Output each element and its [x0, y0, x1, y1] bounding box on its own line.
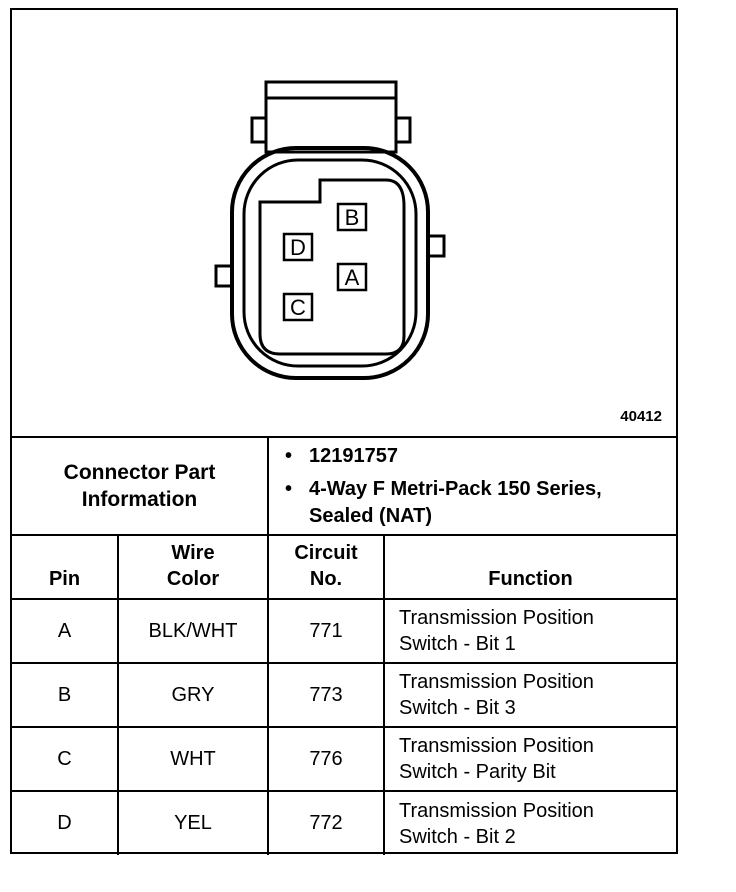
- function-line-2: Switch - Parity Bit: [399, 761, 556, 783]
- info-item-text: 12191757: [309, 444, 398, 467]
- table-row: D YEL 772 Transmission Position Switch -…: [12, 790, 676, 855]
- info-heading: Connector Part Information: [63, 461, 216, 511]
- pin-cell: D: [12, 790, 119, 855]
- col-header-wire-color: Wire Color: [117, 534, 269, 600]
- function-cell: Transmission Position Switch - Bit 3: [383, 662, 676, 728]
- col-header-circuit: Circuit No.: [267, 534, 385, 600]
- pin-box-a: [336, 262, 368, 292]
- diagram-frame: B D A C 40412 Connector Part Information…: [10, 8, 678, 855]
- pin-label-a: A: [345, 265, 360, 290]
- connector-latch: [264, 80, 398, 154]
- connector-side-tab-right: [394, 116, 412, 144]
- function-line-1: Transmission Position: [399, 607, 594, 629]
- bullet-icon: •: [285, 444, 293, 467]
- col-header-circuit-1: Circuit: [294, 542, 358, 564]
- col-header-color: Color: [166, 568, 220, 590]
- connector-table: Connector Part Information • 12191757 • …: [12, 436, 676, 855]
- function-cell: Transmission Position Switch - Bit 1: [383, 598, 676, 664]
- pin-box-c: [282, 292, 314, 322]
- info-item: • 12191757: [285, 443, 676, 470]
- connector-housing: [230, 146, 430, 380]
- function-line-1: Transmission Position: [399, 799, 594, 822]
- col-header-pin: Pin: [12, 534, 119, 600]
- info-heading-cell: Connector Part Information: [12, 436, 269, 536]
- function-line-1: Transmission Position: [399, 735, 594, 757]
- circuit-cell: 771: [267, 598, 385, 664]
- info-item-text: 4-Way F Metri-Pack 150 Series, Sealed (N…: [309, 477, 602, 527]
- function-cell: Transmission Position Switch - Parity Bi…: [383, 726, 676, 792]
- connector-nub-left: [214, 264, 234, 288]
- column-header-row: Pin Wire Color Circuit No. Function: [12, 534, 676, 600]
- pin-label-d: D: [290, 235, 306, 260]
- col-header-wire: Wire: [171, 542, 215, 564]
- pin-cell: C: [12, 726, 119, 792]
- circuit-cell: 773: [267, 662, 385, 728]
- col-header-circuit-2: No.: [309, 568, 343, 590]
- table-row: C WHT 776 Transmission Position Switch -…: [12, 726, 676, 792]
- function-line-2: Switch - Bit 1: [399, 633, 516, 655]
- col-header-function: Function: [383, 534, 676, 600]
- pin-label-c: C: [290, 295, 306, 320]
- info-list: • 12191757 • 4-Way F Metri-Pack 150 Seri…: [267, 436, 676, 536]
- connector-nub-right: [426, 234, 446, 258]
- wire-color-cell: YEL: [117, 790, 269, 855]
- connector-diagram: B D A C: [214, 80, 446, 380]
- function-cell: Transmission Position Switch - Bit 2: [383, 790, 676, 855]
- connector-side-tab-left: [250, 116, 268, 144]
- table-row: A BLK/WHT 771 Transmission Position Swit…: [12, 598, 676, 664]
- function-line-2: Switch - Bit 3: [399, 697, 516, 719]
- circuit-cell: 772: [267, 790, 385, 855]
- function-line-1: Transmission Position: [399, 671, 594, 693]
- pin-label-b: B: [345, 205, 360, 230]
- bullet-icon: •: [285, 477, 293, 500]
- info-row: Connector Part Information • 12191757 • …: [12, 436, 676, 536]
- connector-inner-housing: [242, 158, 418, 368]
- info-item: • 4-Way F Metri-Pack 150 Series, Sealed …: [285, 476, 676, 530]
- figure-id: 40412: [620, 408, 662, 425]
- table-row: B GRY 773 Transmission Position Switch -…: [12, 662, 676, 728]
- wire-color-cell: WHT: [117, 726, 269, 792]
- circuit-cell: 776: [267, 726, 385, 792]
- wire-color-cell: GRY: [117, 662, 269, 728]
- function-line-2: Switch - Bit 2: [399, 825, 516, 848]
- pin-cell: A: [12, 598, 119, 664]
- pin-cavity: [258, 178, 406, 356]
- pin-cell: B: [12, 662, 119, 728]
- wire-color-cell: BLK/WHT: [117, 598, 269, 664]
- pin-box-b: [336, 202, 368, 232]
- pin-box-d: [282, 232, 314, 262]
